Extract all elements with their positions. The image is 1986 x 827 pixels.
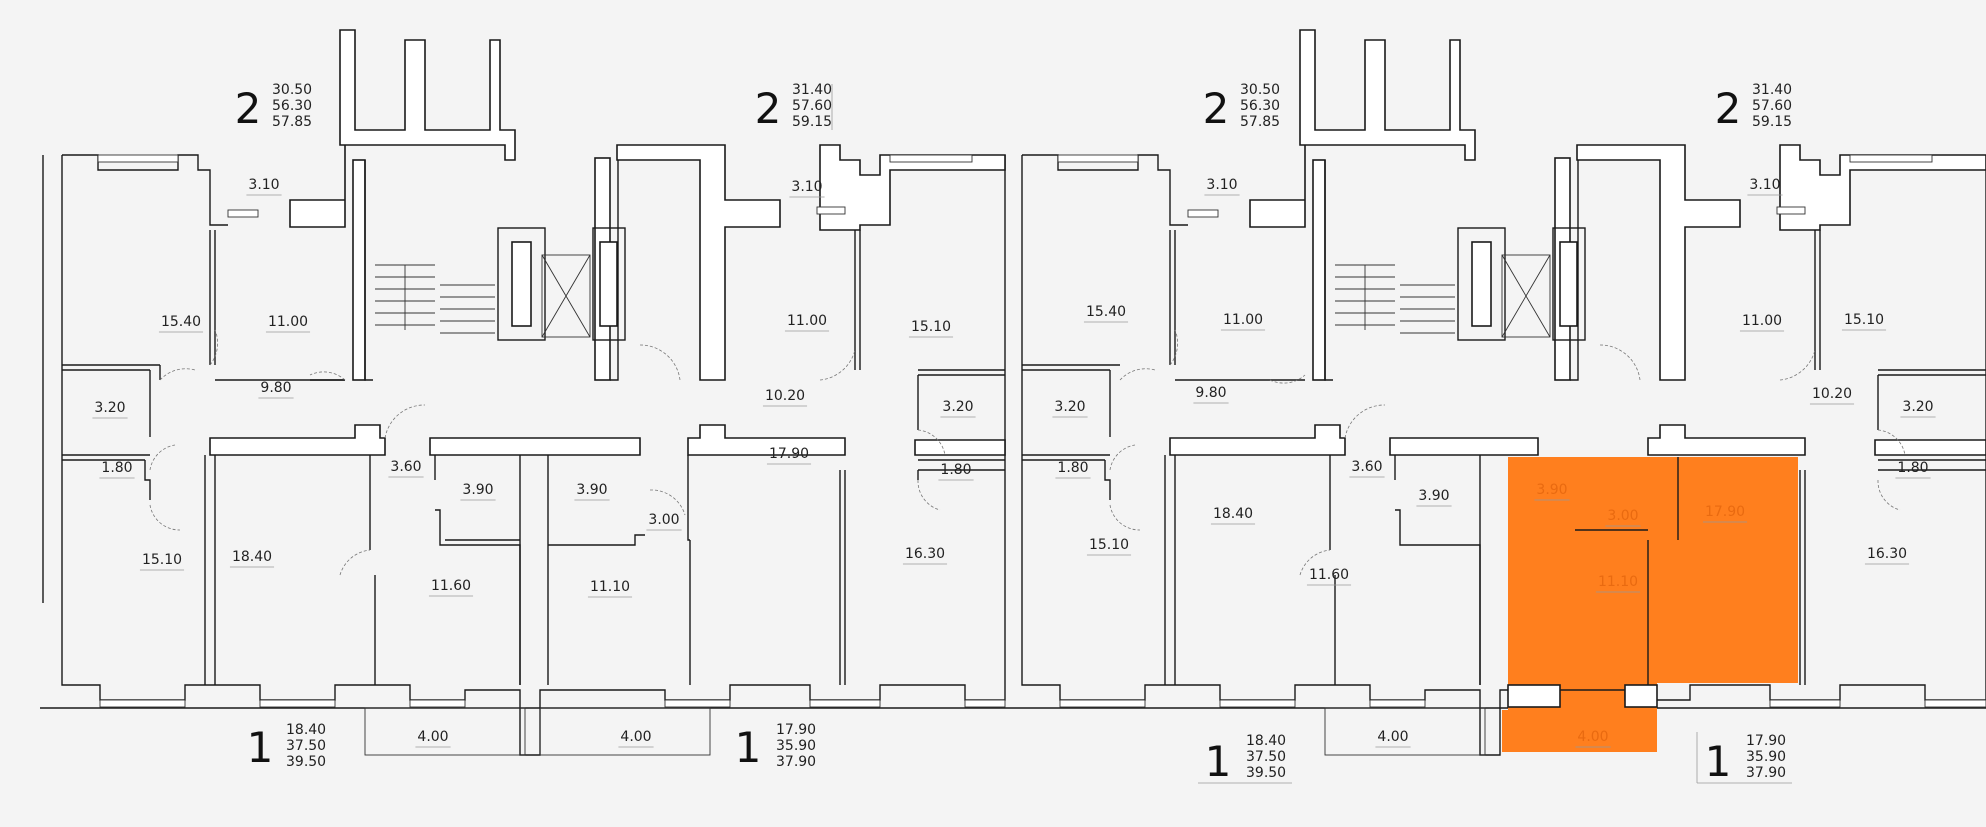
room-area-label: 11.10 (1598, 574, 1638, 590)
door-swings (149, 329, 1906, 576)
total-area-with-balcony: 39.50 (286, 754, 326, 770)
room-area-label: 11.60 (1309, 567, 1349, 583)
living-area: 30.50 (1240, 82, 1280, 98)
total-area-with-balcony: 57.85 (272, 114, 312, 130)
total-area: 57.60 (1752, 98, 1792, 114)
room-area-label: 11.00 (787, 313, 827, 329)
living-area: 17.90 (776, 722, 816, 738)
room-count: 2 (1203, 84, 1230, 133)
living-area: 17.90 (1746, 733, 1786, 749)
total-area-with-balcony: 59.15 (1752, 114, 1792, 130)
room-area-label: 16.30 (905, 546, 945, 562)
room-area-label: 3.20 (1902, 399, 1933, 415)
room-area-label: 15.40 (161, 314, 201, 330)
room-area-label: 3.10 (1206, 177, 1237, 193)
balcony-area-label: 4.00 (620, 729, 651, 745)
balcony-area-label: 4.00 (1377, 729, 1408, 745)
room-area-label: 18.40 (1213, 506, 1253, 522)
room-area-label: 3.10 (248, 177, 279, 193)
room-area-label: 15.10 (1844, 312, 1884, 328)
room-area-label: 17.90 (769, 446, 809, 462)
apartment-summary-top-3[interactable]: 2 30.50 56.30 57.85 (1203, 82, 1280, 133)
total-area-with-balcony: 59.15 (792, 114, 832, 130)
apartment-summary-bottom-3[interactable]: 1 18.40 37.50 39.50 (1198, 733, 1292, 786)
balcony-area-label: 4.00 (417, 729, 448, 745)
living-area: 18.40 (286, 722, 326, 738)
staircase-right (1335, 264, 1455, 334)
room-area-label: 17.90 (1705, 504, 1745, 520)
room-area-label: 3.90 (576, 482, 607, 498)
room-area-label: 11.00 (1223, 312, 1263, 328)
total-area: 37.50 (286, 738, 326, 754)
total-area-with-balcony: 37.90 (1746, 765, 1786, 781)
room-area-label: 1.80 (940, 462, 971, 478)
room-area-label: 3.60 (1351, 459, 1382, 475)
room-area-label: 15.10 (142, 552, 182, 568)
room-area-label: 3.90 (1536, 482, 1567, 498)
room-area-label: 16.30 (1867, 546, 1907, 562)
total-area: 56.30 (1240, 98, 1280, 114)
room-area-label: 3.10 (791, 179, 822, 195)
living-area: 31.40 (792, 82, 832, 98)
room-area-label: 3.00 (648, 512, 679, 528)
room-area-label: 3.00 (1607, 508, 1638, 524)
highlighted-apartment-walls (1507, 457, 1679, 708)
room-area-label: 11.00 (268, 314, 308, 330)
living-area: 18.40 (1246, 733, 1286, 749)
room-count: 2 (755, 84, 782, 133)
room-area-label: 11.60 (431, 578, 471, 594)
living-area: 30.50 (272, 82, 312, 98)
room-area-label: 3.20 (94, 400, 125, 416)
staircase-left (375, 264, 495, 334)
room-area-label: 1.80 (101, 460, 132, 476)
room-area-label: 3.60 (390, 459, 421, 475)
apartment-summary-bottom-4[interactable]: 1 17.90 35.90 37.90 (1696, 732, 1792, 786)
room-area-label: 9.80 (1195, 385, 1226, 401)
total-area: 35.90 (1746, 749, 1786, 765)
room-area-label: 10.20 (765, 388, 805, 404)
total-area: 56.30 (272, 98, 312, 114)
total-area-with-balcony: 39.50 (1246, 765, 1286, 781)
total-area-with-balcony: 57.85 (1240, 114, 1280, 130)
room-area-label: 3.20 (1054, 399, 1085, 415)
total-area: 37.50 (1246, 749, 1286, 765)
balcony-area-label: 4.00 (1577, 729, 1608, 745)
room-area-label: 3.20 (942, 399, 973, 415)
room-area-label: 15.10 (911, 319, 951, 335)
room-count: 1 (1705, 737, 1732, 786)
room-area-label: 3.90 (462, 482, 493, 498)
room-count: 1 (735, 723, 762, 772)
room-area-label: 18.40 (232, 549, 272, 565)
room-area-label: 11.00 (1742, 313, 1782, 329)
room-area-label: 1.80 (1057, 460, 1088, 476)
total-area: 35.90 (776, 738, 816, 754)
room-count: 2 (1715, 84, 1742, 133)
total-area: 57.60 (792, 98, 832, 114)
room-area-label: 3.10 (1749, 177, 1780, 193)
block-right (1021, 29, 1986, 756)
block-left (61, 29, 1006, 756)
room-area-label: 11.10 (590, 579, 630, 595)
room-count: 1 (247, 723, 274, 772)
room-area-label: 15.40 (1086, 304, 1126, 320)
living-area: 31.40 (1752, 82, 1792, 98)
room-area-labels: 3.10 15.40 11.00 9.80 3.20 1.80 15.10 18… (92, 177, 1936, 748)
room-area-label: 10.20 (1812, 386, 1852, 402)
room-area-label: 15.10 (1089, 537, 1129, 553)
highlighted-apartment[interactable] (1502, 457, 1798, 752)
total-area-with-balcony: 37.90 (776, 754, 816, 770)
apartment-summary-bottom-2[interactable]: 1 17.90 35.90 37.90 (735, 722, 816, 772)
room-count: 2 (235, 84, 262, 133)
room-count: 1 (1205, 737, 1232, 786)
apartment-summary-top-1[interactable]: 2 30.50 56.30 57.85 (235, 82, 312, 133)
room-area-label: 1.80 (1897, 460, 1928, 476)
room-area-label: 9.80 (260, 380, 291, 396)
room-area-label: 3.90 (1418, 488, 1449, 504)
apartment-summary-top-4[interactable]: 2 31.40 57.60 59.15 (1715, 82, 1792, 133)
apartment-summary-top-2[interactable]: 2 31.40 57.60 59.15 (755, 82, 833, 133)
apartment-summary-bottom-1[interactable]: 1 18.40 37.50 39.50 (247, 722, 326, 772)
